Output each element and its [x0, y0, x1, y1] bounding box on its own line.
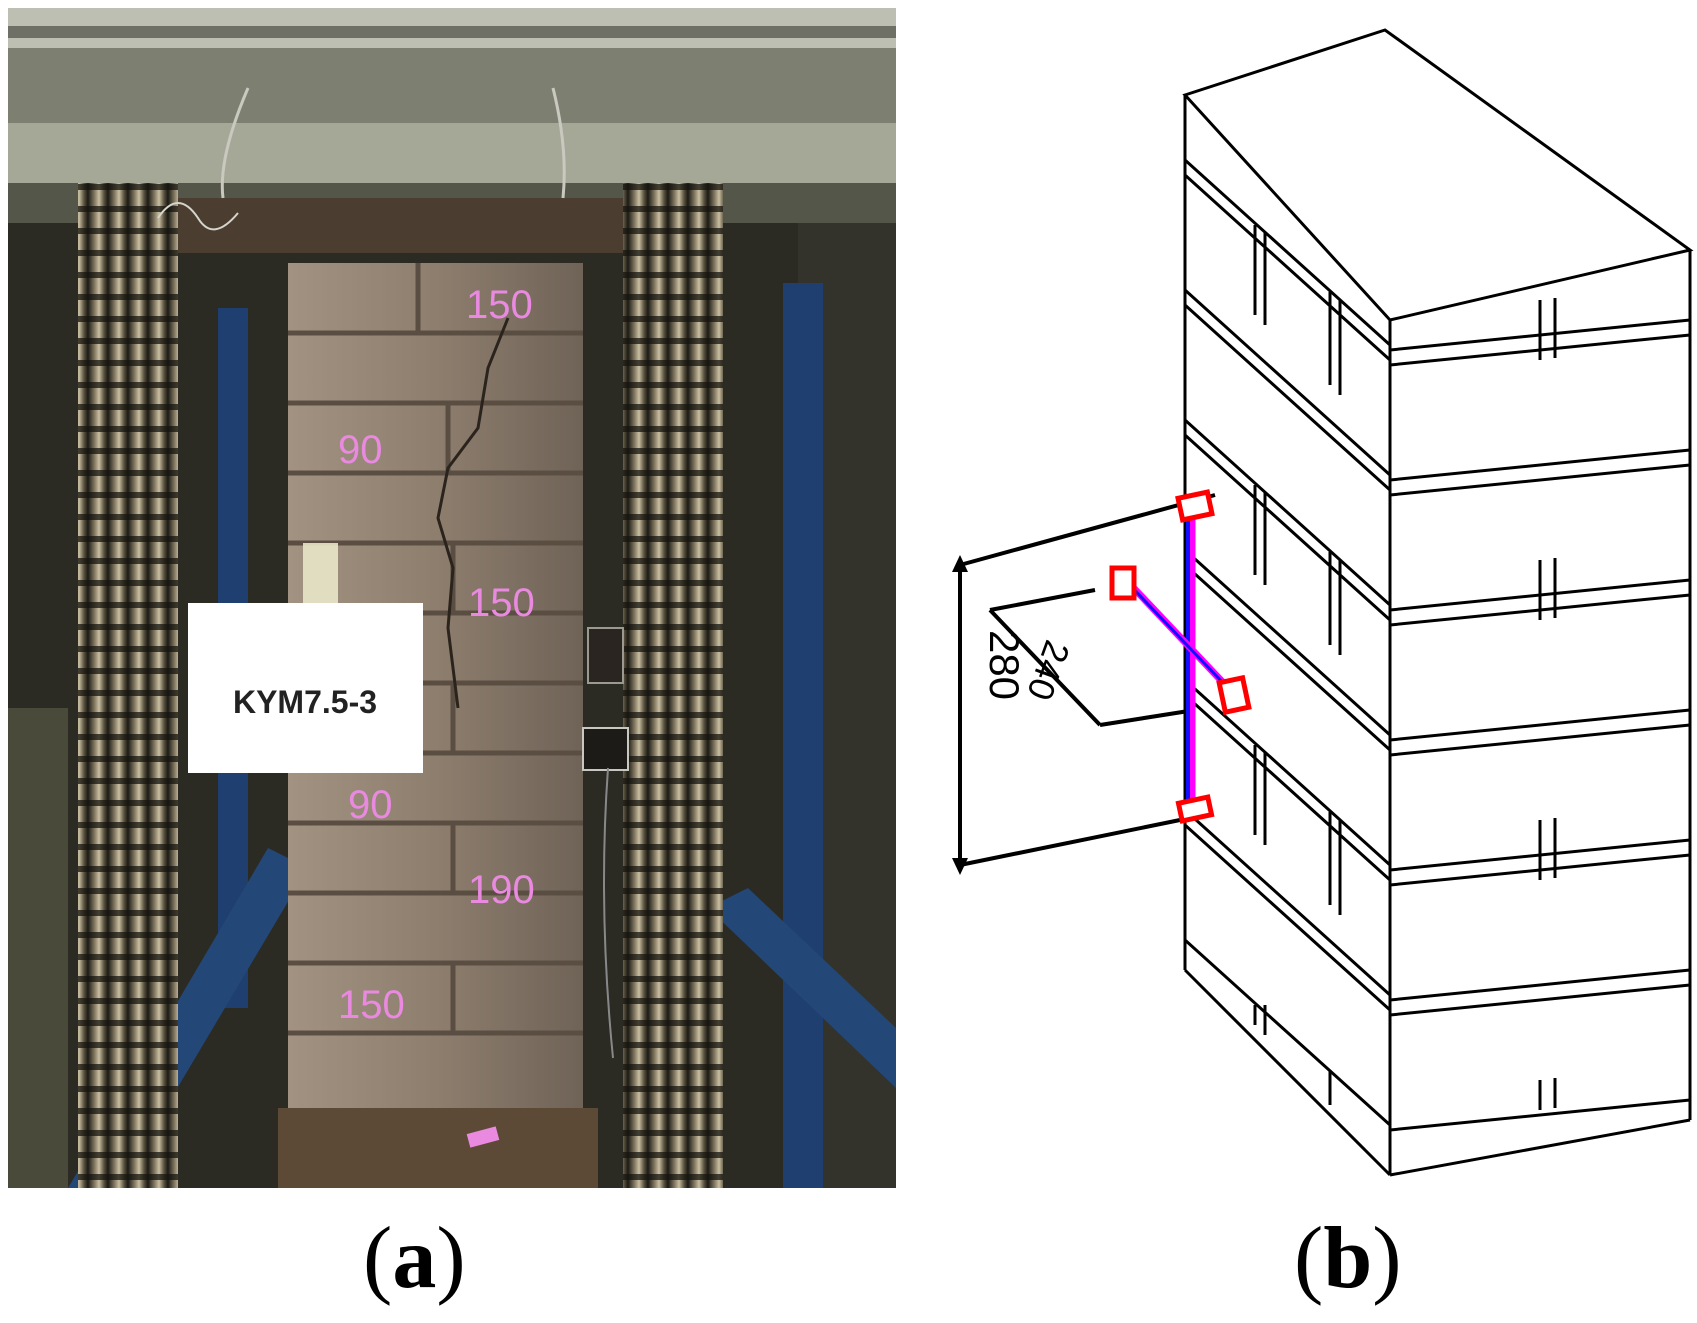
- loading-head: [8, 123, 896, 183]
- sensor: [582, 727, 629, 771]
- caption-b-letter: b: [1323, 1210, 1373, 1307]
- caption-a: (a): [363, 1210, 466, 1307]
- brick-joints: [1183, 158, 1691, 1132]
- sensor: [587, 627, 624, 684]
- column-line-drawing: 280 240: [952, 28, 1694, 1177]
- blue-rod: [1123, 578, 1227, 687]
- sensor-boxes: [1109, 489, 1252, 824]
- caption-a-letter: a: [392, 1210, 437, 1307]
- blue-pipe: [783, 283, 823, 1188]
- threaded-rod-left: [78, 183, 178, 1188]
- column-schematic: 280 240: [952, 20, 1697, 1195]
- test-specimen-photo: 150 90 150 90 190 150 KYM7.5-3: [8, 8, 896, 1188]
- brick-column-outline: [1182, 28, 1694, 1177]
- crack: [436, 317, 510, 709]
- caption-b: (b): [1294, 1210, 1402, 1307]
- chalk-mark: 150: [338, 983, 405, 1027]
- specimen-label: KYM7.5-3: [233, 684, 377, 720]
- sensor-box: [1109, 565, 1137, 601]
- sensor-box: [1216, 674, 1252, 716]
- photo-illustration: 150 90 150 90 190 150 KYM7.5-3: [8, 8, 896, 1188]
- chalk-mark: 150: [466, 283, 533, 327]
- sensor-box: [1175, 794, 1215, 824]
- chalk-mark: 190: [468, 868, 535, 912]
- dimension-280: 280: [981, 630, 1028, 700]
- dimension-lines: [958, 493, 1216, 867]
- sensor-box: [1175, 489, 1215, 523]
- chalk-mark: 90: [338, 428, 383, 472]
- specimen-label-card: [188, 603, 423, 773]
- chalk-mark: 150: [468, 581, 535, 625]
- threaded-rod-right: [623, 183, 723, 1188]
- chalk-mark: 90: [348, 783, 393, 827]
- steel-load-plate: [148, 198, 658, 253]
